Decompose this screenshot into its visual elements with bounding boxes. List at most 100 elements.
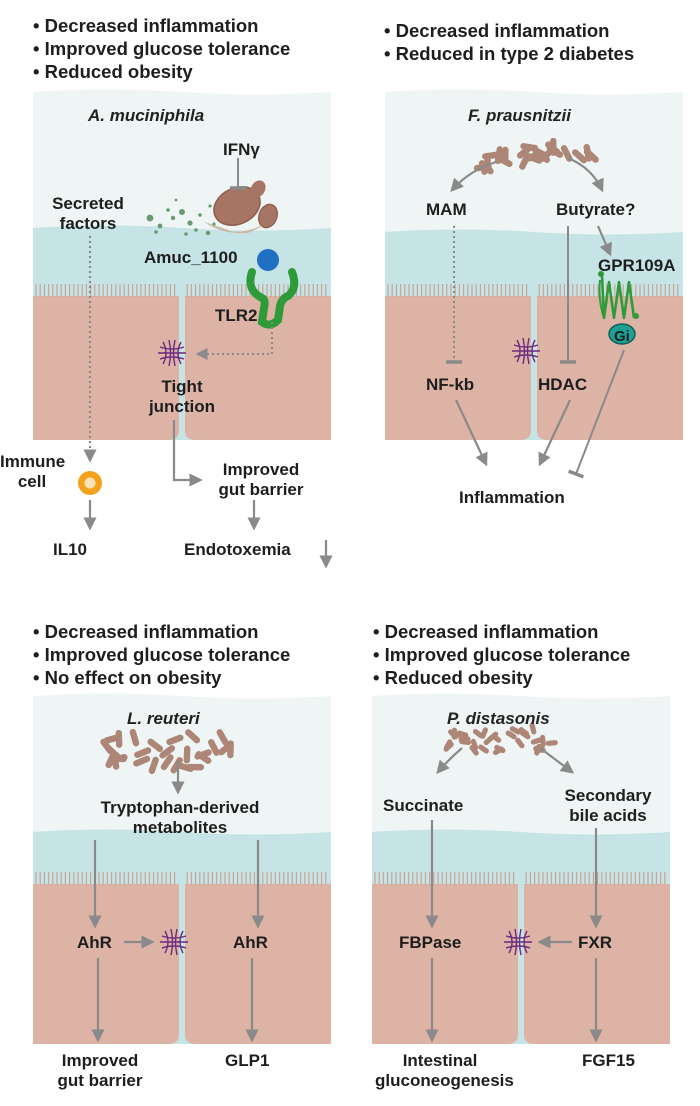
secreted-factor-dot (212, 222, 216, 226)
secreted-factor-dot (194, 228, 198, 232)
endotoxemia-label: Endotoxemia (184, 540, 291, 559)
secreted-factor-dot (146, 214, 154, 222)
epithelial-cell-right (185, 884, 331, 1044)
butyrate-label: Butyrate? (556, 200, 636, 219)
bacteria-to-mam-arrow (450, 160, 497, 192)
secreted-factor-dot (166, 208, 170, 212)
tlr2-signal-arrow (195, 322, 273, 360)
tight-junction-label: Tight junction (148, 377, 216, 416)
epithelial-cell-left (33, 884, 179, 1044)
hdac-label: HDAC (538, 375, 588, 394)
ifng-label: IFNγ (223, 140, 260, 159)
diagram-overlay (78, 137, 639, 1043)
panel1-bullets: Decreased inflammation Improved glucose … (33, 14, 291, 83)
panel1-tissue (33, 89, 331, 440)
panel3-species-title: L. reuteri (127, 709, 200, 728)
epithelium-layer (33, 296, 331, 440)
secreted-factors-label: Secreted factors (52, 194, 124, 233)
epithelial-cell-left (372, 884, 518, 1044)
panel3-bullet: Decreased inflammation (33, 620, 290, 643)
panel4-bullet: Decreased inflammation (373, 620, 630, 643)
bacterium-rod (183, 745, 191, 764)
epithelial-cell-right (185, 296, 331, 440)
epithelium-layer (385, 296, 683, 440)
gpr109a-loop (598, 279, 605, 319)
tlr2-receptor-icon (246, 268, 299, 329)
immune-cell-label: Immune cell (0, 452, 66, 491)
secreted-factor-dot (187, 220, 193, 226)
secreted-factor-dot (205, 230, 211, 236)
panel1-bullet: Reduced obesity (33, 60, 290, 83)
epithelial-cell-right (537, 296, 683, 440)
amuc1100-protein-icon (257, 249, 279, 271)
bacteria-to-bile-arrow (539, 747, 575, 774)
epithelium-layer (33, 884, 331, 1044)
panel2-species-title: F. prausnitzii (468, 106, 571, 125)
butyrate-to-gpr109a-arrow (596, 225, 612, 257)
panel4-species-title: P. distasonis (447, 709, 550, 728)
secreted-factor-dot (157, 223, 163, 229)
secondary-bile-acids-label: Secondary bile acids (564, 786, 652, 825)
gpr109a-ligand-dot (598, 271, 604, 277)
secreted-factor-dot (198, 213, 202, 217)
panel1-species-title: A. muciniphila (88, 106, 205, 125)
secreted-factor-dot (208, 204, 212, 208)
improved-gut-barrier-label-2: Improved gut barrier (57, 1051, 143, 1090)
secreted-factor-dot (179, 209, 185, 215)
ahr-right-label: AhR (233, 933, 268, 952)
panel3-tissue (33, 693, 331, 1044)
panel4-bullet: Improved glucose tolerance (373, 643, 631, 666)
panel2-bullet: Reduced in type 2 diabetes (384, 42, 635, 65)
fxr-label: FXR (578, 933, 612, 952)
akkermansia-cell-small (257, 203, 279, 229)
epithelial-cell-left (33, 296, 179, 440)
bacterium-rod (186, 763, 205, 771)
intestinal-gluconeogenesis-label: Intestinal gluconeogenesis (375, 1051, 514, 1090)
panel2-bullets: Decreased inflammation Reduced in type 2… (384, 19, 635, 65)
secreted-factor-dot (154, 230, 158, 234)
gpr109a-label: GPR109A (598, 256, 676, 275)
mucin-fiber (225, 228, 249, 234)
gi-protein-icon (608, 323, 636, 345)
epithelial-cell-left (385, 296, 531, 440)
nfkb-label: NF-kb (426, 375, 475, 394)
fgf15-label: FGF15 (582, 1051, 635, 1070)
microvilli (374, 872, 666, 885)
panel4-bullets: Decreased inflammation Improved glucose … (373, 620, 631, 689)
secreted-factor-dot (170, 215, 176, 221)
junction-to-barrier-arrow (172, 420, 203, 487)
bacteria-to-butyrate-arrow (567, 156, 604, 193)
glp1-label: GLP1 (225, 1051, 270, 1070)
nfkb-to-inflammation-arrow (455, 399, 488, 467)
mam-label: MAM (426, 200, 467, 219)
panel3-bullet: No effect on obesity (33, 666, 290, 689)
amuc1100-label: Amuc_1100 (144, 248, 238, 267)
tryptophan-metabolites-label: Tryptophan-derived metabolites (100, 798, 260, 837)
secreted-factor-dot (184, 232, 188, 236)
improved-gut-barrier-label: Improved gut barrier (218, 460, 304, 499)
immune-cell-nucleus (84, 477, 96, 489)
il10-label: IL10 (53, 540, 88, 559)
ahr-left-label: AhR (77, 933, 112, 952)
hdac-to-inflammation-arrow (538, 399, 571, 467)
panel3-bullets: Decreased inflammation Improved glucose … (33, 620, 291, 689)
tlr2-label: TLR2 (215, 306, 258, 325)
akkermansia-cell-small (250, 180, 266, 198)
bacterium-rod (108, 755, 127, 763)
panel4-bullet: Reduced obesity (373, 666, 630, 689)
panel2-bullet: Decreased inflammation (384, 19, 634, 42)
panel3-bullet: Improved glucose tolerance (33, 643, 291, 666)
gi-inflammation-inhibition (567, 349, 625, 479)
gi-label: Gi (614, 328, 630, 345)
microvilli (35, 284, 327, 297)
gpr109a-receptor-icon (600, 275, 636, 320)
gpr109a-ligand-dot (633, 313, 639, 319)
secreted-factor-dot (174, 198, 178, 202)
fbpase-label: FBPase (399, 933, 462, 952)
inflammation-label: Inflammation (459, 488, 565, 507)
succinate-label: Succinate (383, 796, 464, 815)
panel1-bullet: Improved glucose tolerance (33, 37, 291, 60)
bacteria-to-succinate-arrow (436, 747, 463, 775)
panel1-bullet: Decreased inflammation (33, 14, 290, 37)
